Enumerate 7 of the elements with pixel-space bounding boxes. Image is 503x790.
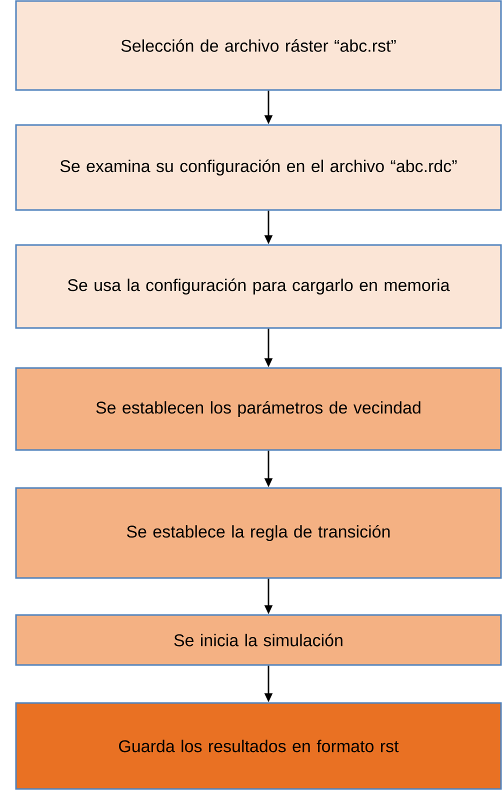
process-box: Se usa la configuración para cargarlo en memoria — [15, 244, 502, 329]
process-box: Selección de archivo ráster “abc.rst” — [15, 0, 502, 91]
process-box: Se inicia la simulación — [15, 614, 502, 666]
process-box: Se examina su configuración en el archivo “abc.rdc” — [15, 124, 502, 211]
process-box: Se establecen los parámetros de vecindad — [15, 367, 502, 451]
process-box: Guarda los resultados en formato rst — [15, 702, 502, 790]
process-box: Se establece la regla de transición — [15, 487, 502, 579]
